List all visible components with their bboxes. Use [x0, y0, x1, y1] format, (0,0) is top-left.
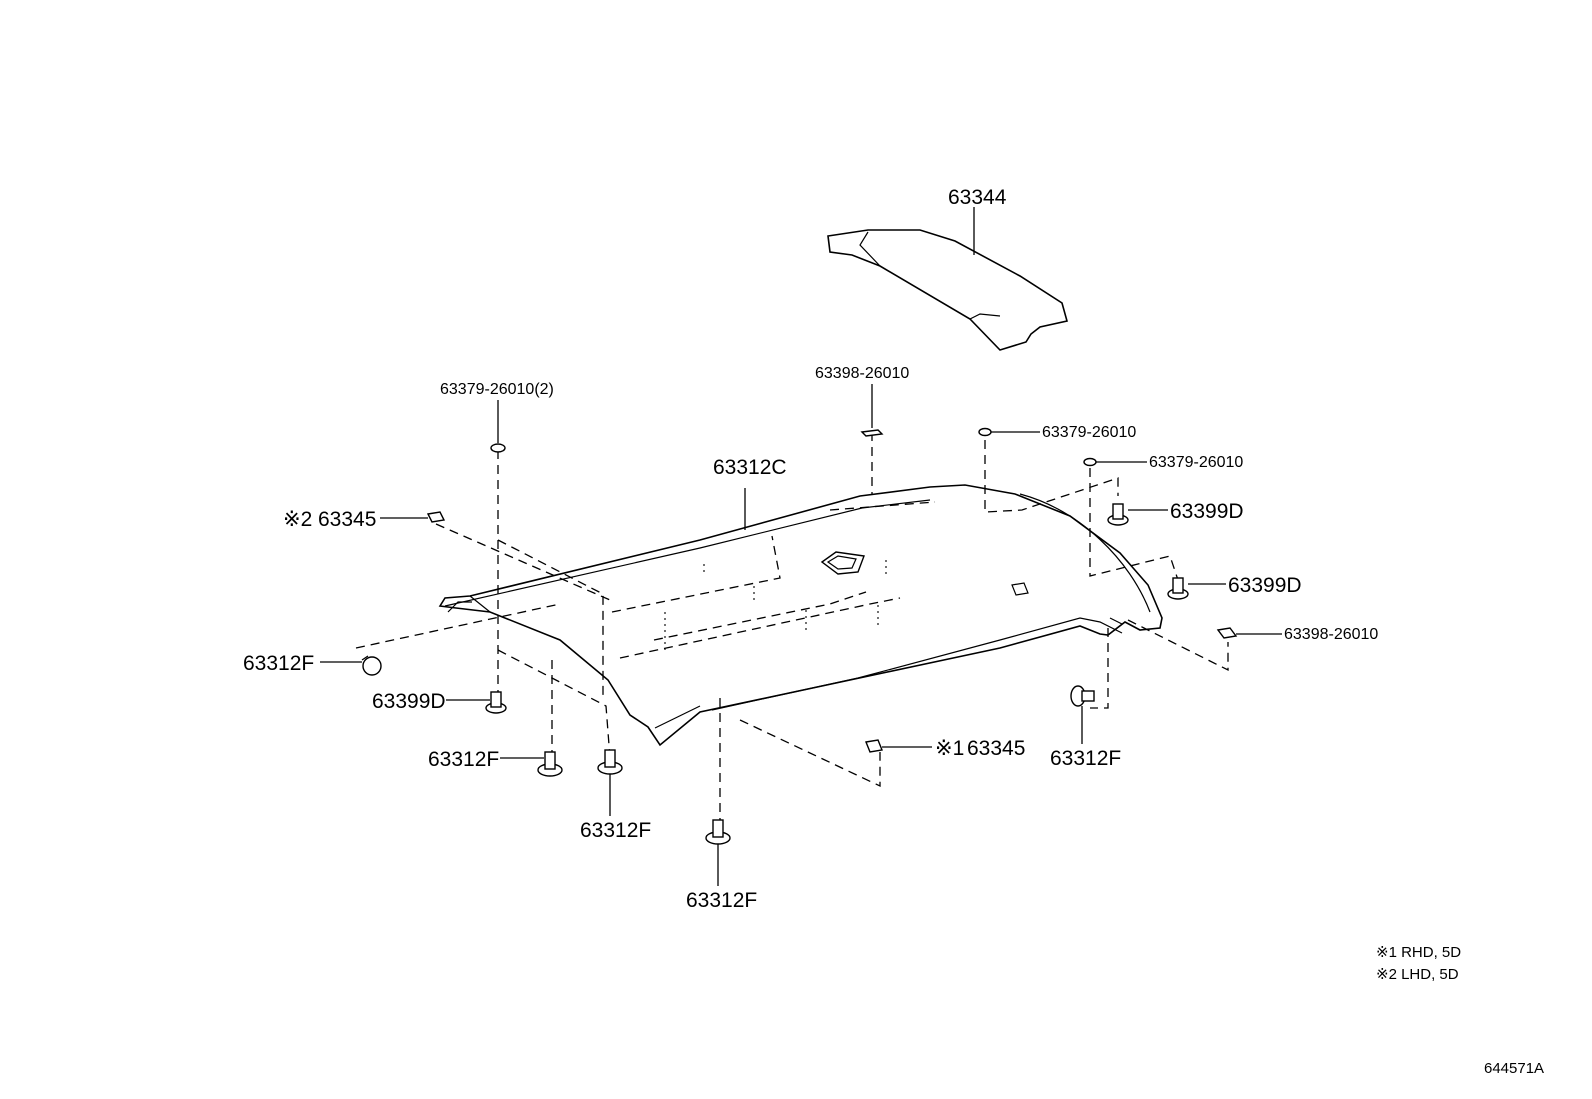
clip-63312f-a-label: 63312F [243, 652, 314, 675]
clip-top-right1-label: 63379-26010 [1042, 424, 1136, 441]
bracket-right-note: ※1 [935, 737, 964, 760]
bracket-right-part [865, 739, 883, 753]
clip-63312f-d-part [705, 819, 731, 845]
clip-63312f-b-label: 63312F [428, 748, 499, 771]
headlining-part [438, 484, 1163, 747]
clip-63399d-b-part [1167, 577, 1189, 600]
bracket-right-label: 63345 [967, 737, 1025, 760]
clip-right-pad-part [1216, 627, 1238, 639]
visor-panel-label: 63344 [948, 186, 1007, 209]
assembly-lines [355, 432, 1229, 820]
clip-63312f-e-label: 63312F [1050, 747, 1121, 770]
clip-63312f-a-part [361, 655, 382, 676]
note-2: ※2 LHD, 5D [1376, 966, 1459, 983]
clip-63399d-b-label: 63399D [1228, 574, 1302, 597]
bracket-left-label: 63345 [318, 508, 376, 531]
headlining-label: 63312C [713, 456, 787, 479]
visor-panel-part [827, 229, 1068, 351]
note-1: ※1 RHD, 5D [1376, 944, 1461, 961]
figure-id: 644571A [1484, 1060, 1544, 1077]
bracket-left-note: ※2 [283, 508, 312, 531]
clip-top-left-part [490, 443, 506, 453]
clip-63312f-c-part [597, 749, 623, 775]
clip-top-right2-label: 63379-26010 [1149, 454, 1243, 471]
clip-63399d-c-label: 63399D [372, 690, 446, 713]
clip-right-pad-label: 63398-26010 [1284, 626, 1378, 643]
clip-63312f-c-label: 63312F [580, 819, 651, 842]
clip-63312f-b-part [537, 751, 563, 777]
clip-top-right1-part [978, 427, 992, 437]
clip-top-center-part [860, 429, 884, 437]
clip-63312f-d-label: 63312F [686, 889, 757, 912]
clip-63399d-a-label: 63399D [1170, 500, 1244, 523]
clip-63399d-c-part [485, 691, 507, 714]
bracket-left-part [426, 511, 446, 523]
clip-63399d-a-part [1107, 503, 1129, 526]
clip-63312f-e-part [1070, 685, 1095, 707]
clip-top-center-label: 63398-26010 [815, 365, 909, 382]
clip-top-right2-part [1083, 457, 1097, 467]
clip-top-left-label: 63379-26010(2) [440, 381, 554, 398]
